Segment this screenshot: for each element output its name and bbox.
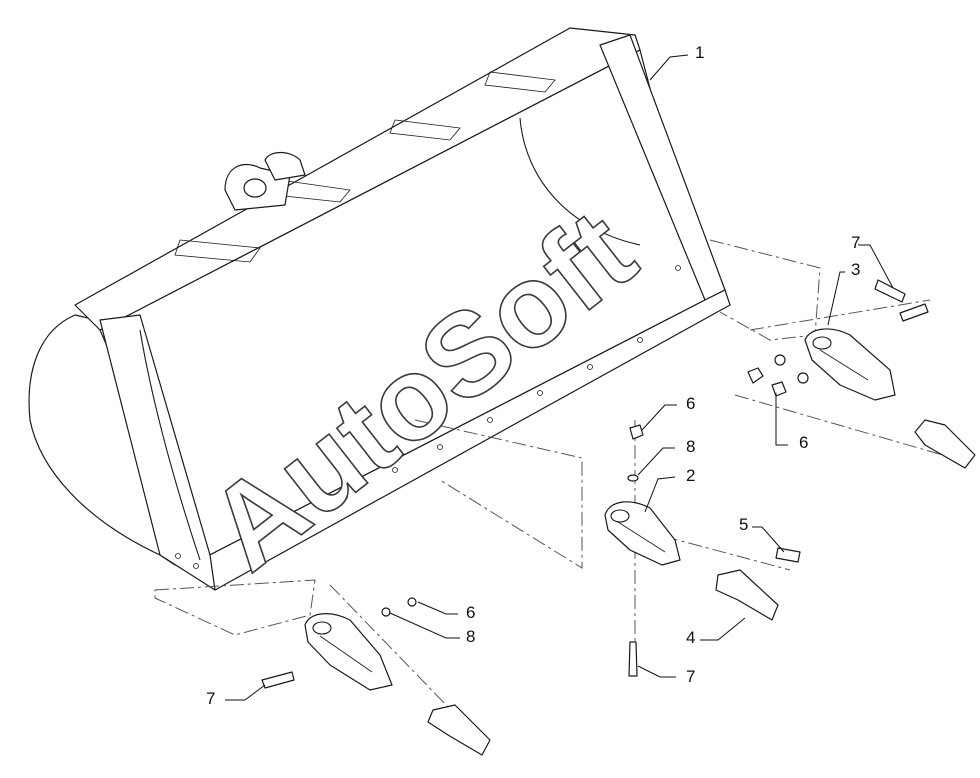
right-adapter (804, 328, 896, 401)
left-washer (381, 607, 391, 617)
right-washer-a (774, 354, 786, 366)
center-tooth-tip (715, 569, 779, 621)
right-washer-b (797, 372, 809, 384)
callout-8-center: 8 (686, 437, 695, 456)
left-tooth-tip (427, 704, 491, 756)
loader-bucket (28, 27, 731, 591)
callout-7-right: 7 (851, 233, 860, 252)
right-nut-a (747, 367, 764, 384)
callout-8-left: 8 (466, 627, 475, 646)
callout-2: 2 (686, 466, 695, 485)
left-bolt (261, 671, 295, 689)
center-adapter (604, 501, 681, 566)
callout-3: 3 (851, 260, 860, 279)
left-adapter-assembly (261, 597, 417, 691)
callout-7-bottom: 7 (686, 667, 695, 686)
left-adapter (304, 613, 393, 691)
right-nut-b (771, 381, 787, 397)
callout-6-center: 6 (686, 394, 695, 413)
center-nut (629, 424, 644, 440)
leader-lines (225, 54, 894, 701)
right-adapter-assembly (747, 279, 929, 401)
right-tooth-tip (914, 419, 976, 469)
callout-6-right: 6 (799, 433, 808, 452)
right-lower-bolt (899, 303, 929, 322)
callout-4: 4 (686, 628, 695, 647)
callout-numbers: 1 2 3 4 5 6 6 6 7 7 7 8 8 (206, 43, 860, 708)
center-washer (627, 474, 639, 482)
callout-5: 5 (739, 515, 748, 534)
right-upper-bolt (874, 279, 906, 303)
center-adapter-assembly (604, 424, 681, 677)
retaining-pin (775, 547, 801, 563)
cutting-edge-bolt-holes (175, 265, 681, 569)
callout-1: 1 (695, 43, 704, 62)
left-nut (407, 597, 417, 607)
callout-6-left: 6 (466, 603, 475, 622)
center-bolt (628, 641, 638, 677)
callout-7-left: 7 (206, 689, 215, 708)
